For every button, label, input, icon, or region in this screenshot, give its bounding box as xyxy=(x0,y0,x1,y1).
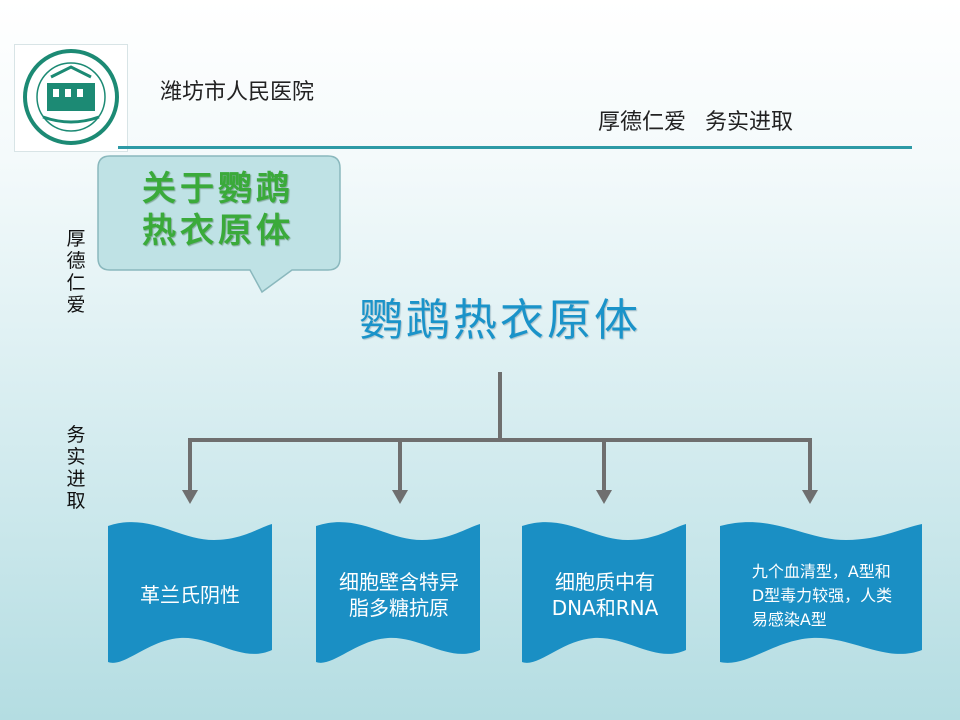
box-text-gram-negative: 革兰氏阴性 xyxy=(110,560,270,630)
box-text-cytoplasm: 细胞质中有 DNA和RNA xyxy=(524,560,686,630)
box-3-line-2: DNA和RNA xyxy=(551,596,659,620)
box-4-line-3: 易感染A型 xyxy=(751,610,827,629)
callout-title: 关于鹦鹉 热衣原体 xyxy=(100,168,336,252)
connector-arrowheads xyxy=(182,490,818,504)
box-text-serotypes: 九个血清型，A型和 D型毒力较强，人类 易感染A型 xyxy=(722,556,922,636)
box-text-cell-wall: 细胞壁含特异 脂多糖抗原 xyxy=(318,560,480,630)
category-box-2 xyxy=(316,522,480,663)
callout-line-1: 关于鹦鹉 xyxy=(142,169,294,209)
category-box-3 xyxy=(522,522,686,663)
box-4-line-2: D型毒力较强，人类 xyxy=(751,586,893,605)
vertical-motto-bottom: 务实进取 xyxy=(66,424,86,512)
hospital-logo xyxy=(14,44,128,152)
connector-lines xyxy=(188,372,812,492)
vertical-motto-top: 厚德仁爱 xyxy=(66,228,86,316)
box-2-line-2: 脂多糖抗原 xyxy=(349,596,449,620)
header-divider xyxy=(118,146,912,149)
category-box-1 xyxy=(108,522,272,663)
box-2-line-1: 细胞壁含特异 xyxy=(339,570,459,594)
category-box-4 xyxy=(720,522,922,663)
box-3-line-1: 细胞质中有 xyxy=(555,570,655,594)
hospital-name: 潍坊市人民医院 xyxy=(160,80,315,105)
logo-emblem-icon xyxy=(23,49,119,145)
diagram-title: 鹦鹉热衣原体 xyxy=(359,295,641,346)
header-motto: 厚德仁爱 务实进取 xyxy=(598,110,793,135)
callout-line-2: 热衣原体 xyxy=(142,211,294,251)
box-1-line-1: 革兰氏阴性 xyxy=(140,583,240,607)
box-4-line-1: 九个血清型，A型和 xyxy=(751,562,891,581)
